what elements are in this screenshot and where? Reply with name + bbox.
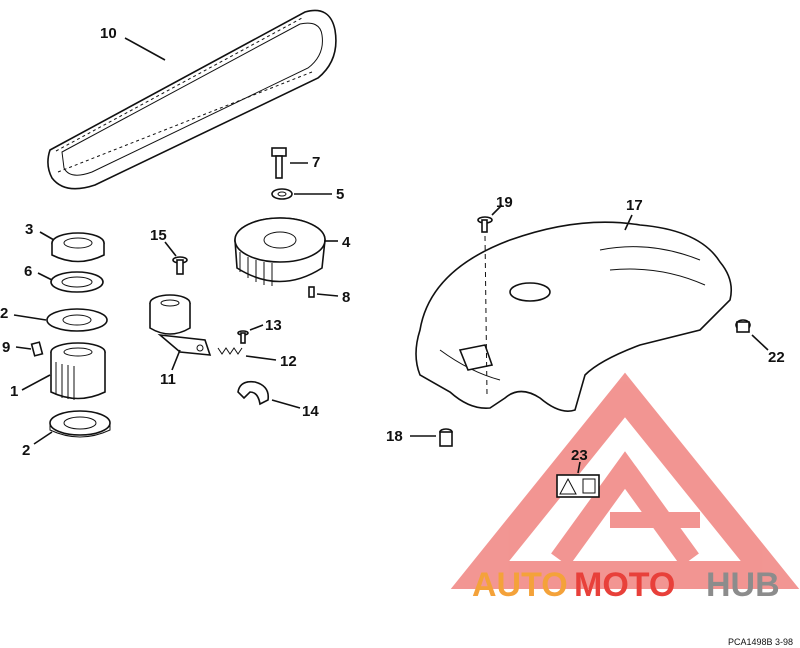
watermark-part-auto: AUTO <box>472 566 568 604</box>
callout-2a: 2 <box>0 305 8 322</box>
callout-1: 1 <box>10 383 18 400</box>
grommet-22 <box>735 319 751 333</box>
callout-13: 13 <box>265 317 282 334</box>
callout-3: 3 <box>25 221 33 238</box>
bolt-7 <box>271 147 287 179</box>
callout-23: 23 <box>571 447 588 464</box>
clip <box>237 380 270 406</box>
callout-17: 17 <box>626 197 643 214</box>
sprocket <box>50 342 106 400</box>
callout-18: 18 <box>386 428 403 445</box>
callout-22: 22 <box>768 349 785 366</box>
callout-9: 9 <box>2 339 10 356</box>
callout-10: 10 <box>100 25 117 42</box>
callout-2b: 2 <box>22 442 30 459</box>
warning-decal <box>556 474 600 498</box>
drawing-code: PCA1498B 3-98 <box>728 637 793 647</box>
callout-5: 5 <box>336 186 344 203</box>
screw-13 <box>237 330 249 344</box>
watermark-logo <box>450 372 800 589</box>
callout-12: 12 <box>280 353 297 370</box>
washer <box>50 271 104 293</box>
thrust-washer-upper <box>46 308 108 332</box>
washer-small <box>271 188 293 200</box>
callout-15: 15 <box>150 227 167 244</box>
timing-belt <box>47 9 337 190</box>
callout-11: 11 <box>160 371 176 388</box>
belt-cover <box>415 221 733 412</box>
crankshaft-sprocket <box>234 217 326 286</box>
callout-7: 7 <box>312 154 320 171</box>
callout-6: 6 <box>24 263 32 280</box>
callout-8: 8 <box>342 289 350 306</box>
callout-14: 14 <box>302 403 319 420</box>
callout-19: 19 <box>496 194 513 211</box>
thrust-washer-lower <box>49 410 111 438</box>
key <box>30 341 44 357</box>
seal <box>51 232 105 263</box>
bolt-15 <box>172 256 188 275</box>
spring <box>217 347 243 355</box>
idler-pulley <box>149 294 212 356</box>
watermark-part-moto: MOTO <box>574 566 675 604</box>
pin <box>308 286 315 298</box>
grommet-18 <box>439 428 453 447</box>
watermark-part-hub: HUB <box>706 566 780 604</box>
screw-19 <box>477 216 493 396</box>
callout-4: 4 <box>342 234 351 251</box>
